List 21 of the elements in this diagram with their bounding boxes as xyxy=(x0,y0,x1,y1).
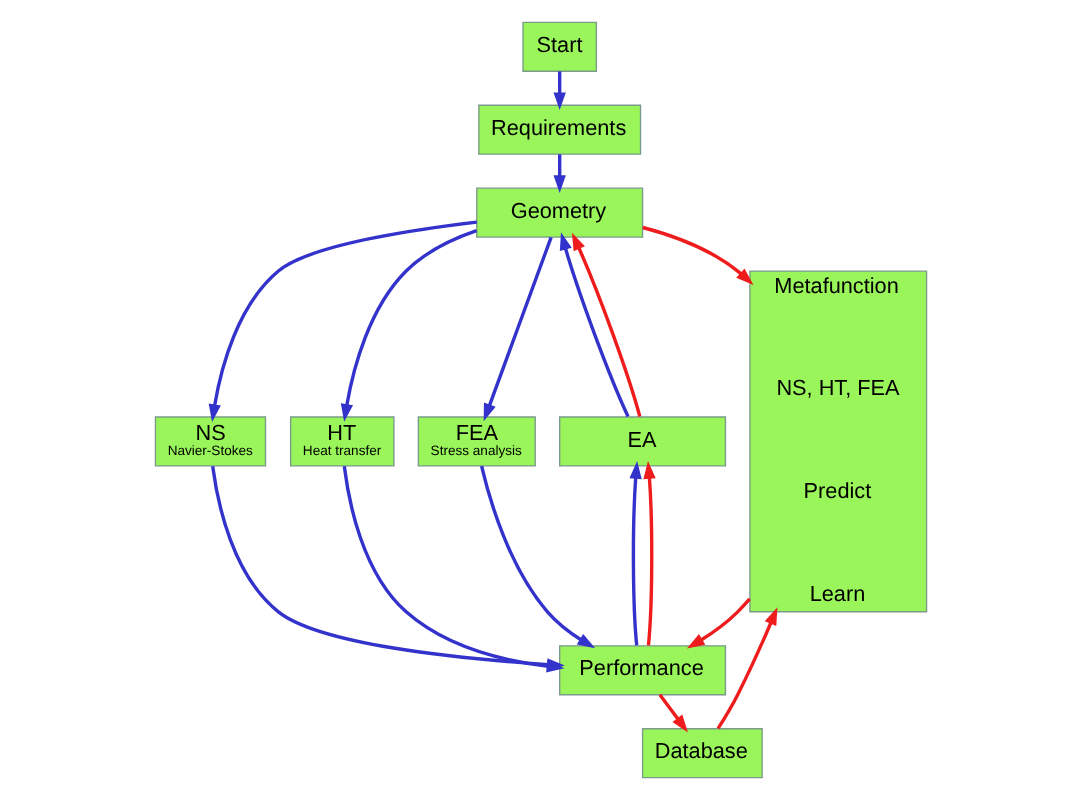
arrow xyxy=(558,232,629,418)
arrow xyxy=(570,232,641,417)
node-box: Metafunction NS, HT, FEA Predict Learn xyxy=(748,270,927,613)
arrow xyxy=(478,465,595,649)
node-box: Geometry xyxy=(475,187,643,238)
node-box: Requirements xyxy=(477,104,641,155)
node-box: EA xyxy=(558,416,726,467)
arrow xyxy=(552,154,565,193)
arrow xyxy=(207,220,476,423)
arrow xyxy=(641,225,753,285)
arrow xyxy=(642,461,655,646)
arrow xyxy=(628,461,641,646)
node-box: Database xyxy=(640,728,762,779)
node-box: Performance xyxy=(558,645,726,696)
node-box: Start xyxy=(521,21,597,72)
arrow xyxy=(715,607,777,730)
arrow xyxy=(552,71,565,111)
arrow xyxy=(657,693,687,733)
arrow xyxy=(482,236,552,422)
arrow xyxy=(339,229,477,422)
arrow xyxy=(685,597,750,649)
